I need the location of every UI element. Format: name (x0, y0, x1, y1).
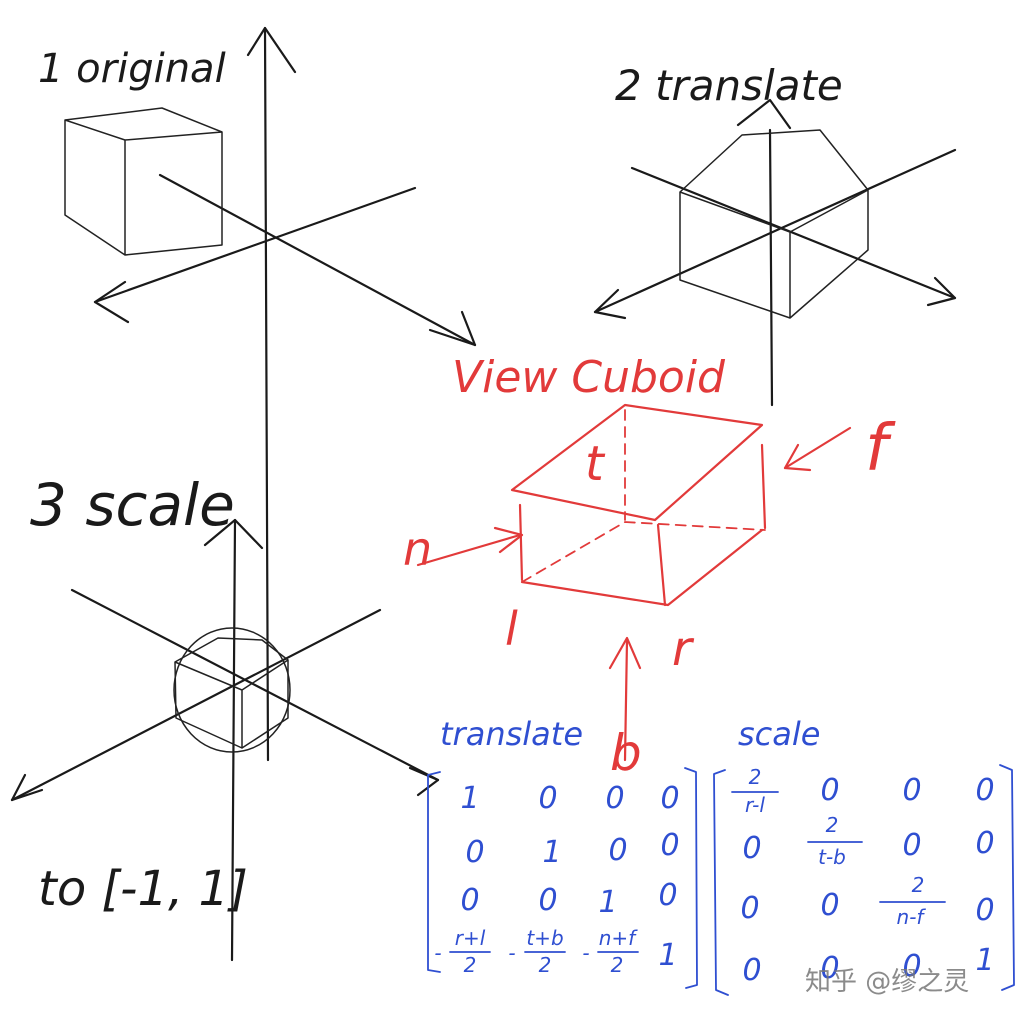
s-cell-3-0: 0 (742, 953, 761, 988)
range-label: to [-1, 1] (38, 861, 248, 917)
cuboid-bottom-edges (520, 528, 764, 607)
axis-arrowhead-up-2 (736, 98, 792, 130)
t-minus-2: - (582, 941, 589, 965)
s-cell-3-1: 0 (820, 951, 839, 986)
right-label: r (672, 621, 695, 677)
s-num-1: 2 (826, 813, 839, 837)
watermark: 知乎 @缪之灵 (805, 967, 969, 997)
t-num-0: r+l (455, 926, 486, 950)
s-cell-1-0: 0 (742, 831, 761, 866)
s-den-1: t-b (818, 845, 846, 869)
t-cell-2-3: 0 (658, 878, 677, 913)
s-cell-2-1: 0 (820, 888, 839, 923)
t-den-2: 2 (611, 953, 624, 977)
s-cell-3-3: 1 (975, 943, 994, 978)
axis-arrowhead-up-3 (203, 518, 264, 550)
s-cell-0-2: 0 (902, 773, 921, 808)
s-num-0: 2 (749, 765, 762, 789)
left-label: l (505, 602, 518, 656)
view-cuboid: View Cuboid n f t l r b (403, 352, 896, 782)
t-num-1: t+b (526, 926, 563, 950)
far-label: f (865, 412, 896, 486)
scale-matrix-title: scale (738, 715, 820, 753)
s-cell-0-1: 0 (820, 773, 839, 808)
axis-arrowhead-left-2 (593, 288, 627, 320)
horizontal-axis-1 (93, 186, 417, 304)
axis-arrowhead-up-1 (246, 26, 297, 74)
translate-bracket-right (684, 767, 698, 989)
depth-axis-2 (630, 166, 957, 300)
panel-scale: 3 scale to [-1, 1] (10, 471, 440, 962)
axis-arrowhead-left-3 (10, 773, 44, 802)
t-minus-0: - (434, 941, 441, 965)
axis-arrowhead-right-2 (926, 276, 957, 307)
far-arrowhead (783, 443, 812, 472)
t-den-1: 2 (539, 953, 552, 977)
t-cell-1-1: 1 (542, 835, 561, 870)
t-cell-1-3: 0 (660, 828, 679, 863)
s-cell-2-3: 0 (975, 893, 994, 928)
cuboid-top-face (510, 403, 764, 522)
cuboid-hidden-edges (521, 409, 766, 583)
t-num-2: n+f (599, 926, 638, 950)
vertical-axis-2 (768, 128, 774, 407)
far-arrow (783, 426, 852, 470)
depth-axis-1 (158, 173, 477, 347)
t-cell-2-1: 0 (538, 883, 557, 918)
t-cell-1-0: 0 (465, 835, 484, 870)
s-den-2: n-f (897, 905, 927, 929)
translate-bracket-left (427, 771, 441, 973)
bottom-arrow (623, 638, 629, 762)
axis-arrowhead-right-3 (408, 766, 440, 797)
scale-matrix: scale 2 r-l 2 t-b 2 n-f 0 0 0 0 0 0 0 0 … (713, 715, 1015, 996)
t-cell-2-0: 0 (460, 883, 479, 918)
step2-label: 2 translate (615, 61, 843, 110)
s-cell-2-0: 0 (740, 891, 759, 926)
translate-matrix-title: translate (440, 715, 583, 753)
s-cell-3-2: 0 (902, 949, 921, 984)
t-cell-0-2: 0 (605, 781, 624, 816)
unit-sphere-outline (173, 627, 291, 753)
scale-bracket-right (999, 764, 1015, 991)
t-den-0: 2 (464, 953, 477, 977)
t-cell-2-2: 1 (598, 885, 617, 920)
t-cell-1-2: 0 (608, 833, 627, 868)
bottom-label: b (610, 724, 642, 782)
axis-arrowhead-left-1 (93, 280, 130, 324)
scale-bracket-left (713, 769, 729, 996)
depth-axis-3 (70, 588, 440, 782)
t-cell-3-3: 1 (658, 938, 677, 973)
near-label: n (403, 522, 432, 576)
step1-label: 1 original (38, 46, 226, 92)
translate-matrix: translate 1 0 0 0 0 1 0 0 0 0 1 0 - r+l … (427, 715, 698, 989)
s-cell-0-3: 0 (975, 773, 994, 808)
translated-cube (679, 129, 869, 319)
panel-original: 1 original (38, 26, 477, 762)
t-minus-1: - (508, 941, 515, 965)
horizontal-axis-2 (593, 148, 957, 314)
t-cell-0-0: 1 (460, 781, 479, 816)
s-cell-1-2: 0 (902, 828, 921, 863)
horizontal-axis-3 (10, 608, 382, 802)
axis-arrowhead-right-1 (428, 310, 477, 347)
view-cuboid-title: View Cuboid (452, 352, 726, 403)
t-cell-0-1: 0 (538, 781, 557, 816)
step3-label: 3 scale (30, 471, 235, 539)
s-den-0: r-l (745, 793, 765, 817)
vertical-axis-1 (263, 26, 270, 762)
t-cell-0-3: 0 (660, 781, 679, 816)
panel-translate: 2 translate (593, 61, 957, 407)
s-cell-1-3: 0 (975, 826, 994, 861)
scaled-cube (174, 637, 289, 749)
s-num-2: 2 (912, 873, 925, 897)
near-arrow (416, 533, 522, 567)
bottom-arrowhead (608, 636, 642, 670)
near-arrowhead (493, 526, 524, 554)
original-cube (64, 107, 223, 256)
top-label: t (585, 436, 606, 492)
cuboid-front-edges (518, 443, 767, 607)
vertical-axis-3 (230, 518, 237, 962)
